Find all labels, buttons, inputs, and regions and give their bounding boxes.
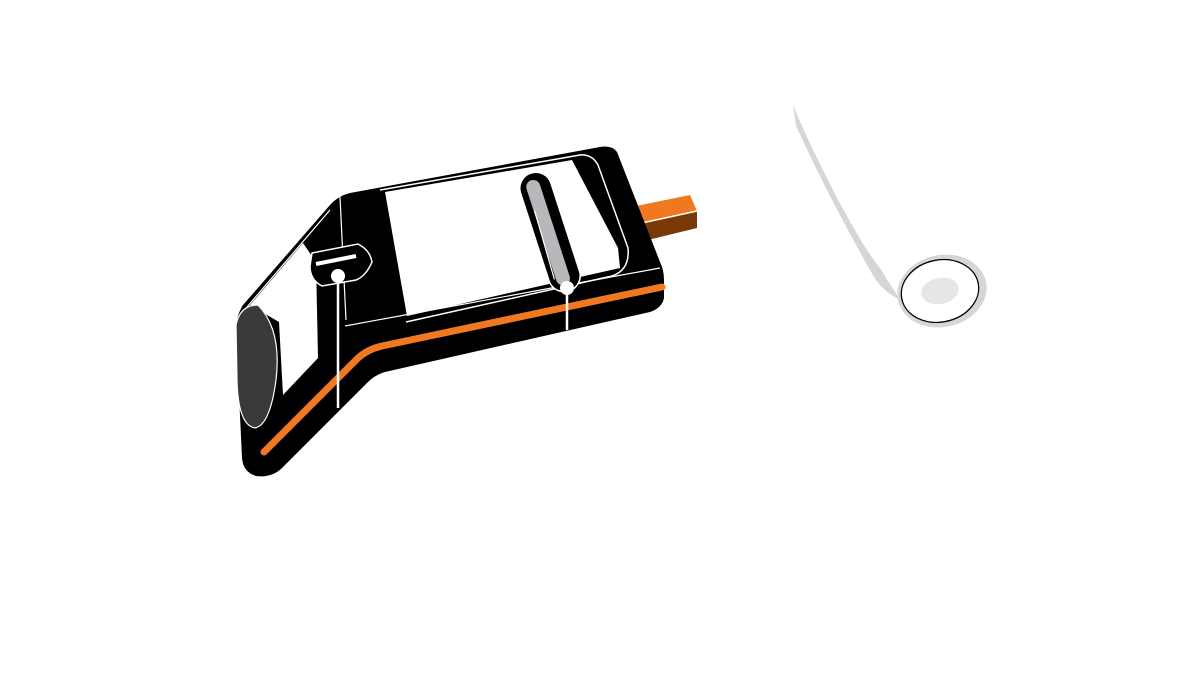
accent-stripe: [260, 283, 666, 456]
meter-body: [235, 146, 666, 477]
callout-right: [560, 281, 574, 330]
strip-top: [636, 195, 697, 223]
magnifier: [793, 104, 987, 328]
test-strip: [636, 195, 698, 240]
small-button: [309, 243, 373, 287]
side-button: [235, 304, 278, 429]
callout-left: [331, 269, 345, 408]
side-screen: [250, 243, 318, 395]
strip-side: [642, 211, 697, 240]
